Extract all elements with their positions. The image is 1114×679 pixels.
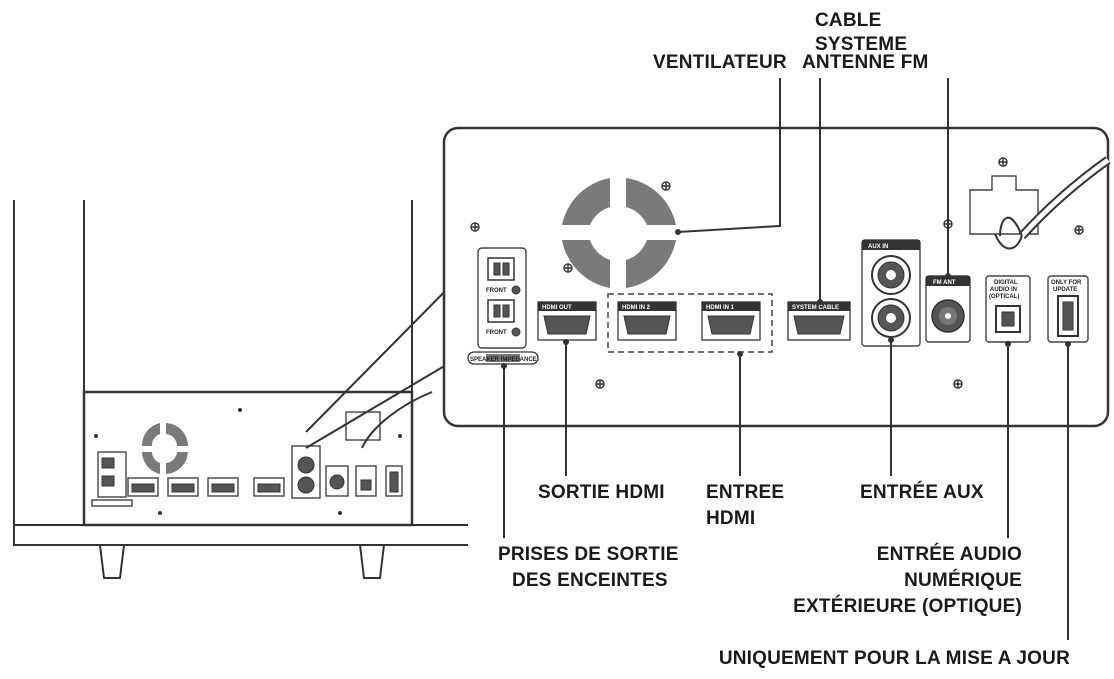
svg-text:FM ANT: FM ANT: [933, 280, 956, 286]
zoom-line-top: [305, 267, 469, 433]
label-update-only: UNIQUEMENT POUR LA MISE A JOUR: [719, 648, 1070, 669]
front-l-label: FRONT: [486, 288, 507, 294]
label-sortie-hdmi: SORTIE HDMI: [538, 482, 665, 503]
zoom-line-bottom: [305, 351, 469, 449]
mini-cable-bracket: [345, 411, 381, 441]
front-r-label: FRONT: [486, 330, 507, 336]
label-antenne-fm: ANTENNE FM: [802, 52, 929, 73]
label-cable: CABLE: [815, 10, 881, 31]
fm-antenna-jack: FM ANT: [925, 275, 971, 343]
label-optical-2: NUMÉRIQUE: [904, 569, 1022, 591]
foot-left: [99, 544, 125, 579]
aux-in-jacks: AUX IN: [861, 239, 921, 347]
svg-text:HDMI IN 2: HDMI IN 2: [622, 305, 651, 311]
svg-text:HDMI OUT: HDMI OUT: [542, 305, 572, 311]
svg-text:HDMI IN 1: HDMI IN 1: [706, 305, 735, 311]
svg-text:UPDATE: UPDATE: [1053, 287, 1077, 293]
svg-text:AUX IN: AUX IN: [868, 244, 888, 250]
leader-fan: [677, 78, 781, 233]
leader-lines: [501, 78, 1071, 640]
enlarged-rear-panel: FRONT FRONT SPEAKER IMPEDANCE HDMI OUT H…: [442, 126, 1111, 428]
mini-cable: [361, 391, 433, 449]
svg-text:DIGITAL: DIGITAL: [994, 280, 1018, 286]
hdmi-in-2-port: HDMI IN 2: [617, 301, 677, 341]
hdmi-in-1-port: HDMI IN 1: [701, 301, 761, 341]
label-optical-1: ENTRÉE AUDIO: [877, 543, 1022, 565]
label-optical-3: EXTÉRIEURE (OPTIQUE): [793, 595, 1022, 617]
label-speaker-1: PRISES DE SORTIE: [498, 544, 679, 565]
unit-outline-left: [13, 200, 468, 546]
svg-text:(OPTICAL): (OPTICAL): [989, 294, 1019, 300]
speaker-output-terminals: FRONT FRONT SPEAKER IMPEDANCE: [467, 247, 539, 365]
speaker-impedance-label: SPEAKER IMPEDANCE: [470, 357, 537, 363]
foot-right: [359, 544, 385, 579]
system-cable-port: SYSTEM CABLE: [787, 301, 851, 341]
label-entree-aux: ENTRÉE AUX: [860, 481, 984, 503]
svg-text:SYSTEM CABLE: SYSTEM CABLE: [792, 305, 839, 311]
fan-icon: [562, 178, 676, 288]
label-entree-hdmi-2: HDMI: [706, 508, 755, 529]
usb-update-port: ONLY FOR UPDATE: [1047, 275, 1089, 343]
callout-labels: CABLE SYSTEME VENTILATEUR ANTENNE FM SOR…: [498, 10, 1070, 669]
svg-text:ONLY FOR: ONLY FOR: [1051, 280, 1082, 286]
unit-overview: [13, 200, 468, 579]
hdmi-in-group-box: [607, 293, 773, 353]
svg-text:AUDIO IN: AUDIO IN: [990, 287, 1017, 293]
label-ventilateur: VENTILATEUR: [653, 52, 787, 73]
label-entree-hdmi-1: ENTREE: [706, 482, 784, 503]
label-speaker-2: DES ENCEINTES: [512, 570, 668, 591]
digital-optical-input: DIGITAL AUDIO IN (OPTICAL): [985, 275, 1031, 343]
label-systeme: SYSTEME: [815, 34, 907, 55]
mini-fan-icon: [141, 423, 189, 474]
cable-bracket: [969, 156, 1111, 250]
hdmi-out-port: HDMI OUT: [537, 301, 597, 341]
